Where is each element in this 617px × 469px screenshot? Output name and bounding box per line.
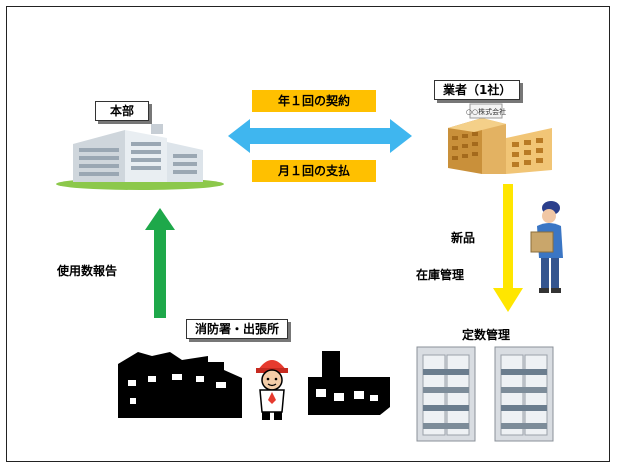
vendor-label: 業者（1社） bbox=[434, 80, 521, 100]
branch-office-icon bbox=[308, 351, 390, 415]
fire-station-building-icon bbox=[118, 352, 242, 418]
new-item-label: 新品 bbox=[451, 231, 476, 245]
supply-cabinet-icon bbox=[416, 346, 554, 442]
usage-report-arrow bbox=[145, 208, 175, 318]
delivery-person-icon bbox=[530, 201, 563, 293]
fire-station-label: 消防署・出張所 bbox=[186, 319, 289, 339]
payment-label: 月１回の支払 bbox=[252, 160, 376, 182]
firefighter-icon bbox=[256, 360, 288, 420]
usage-report-label: 使用数報告 bbox=[57, 264, 118, 278]
vendor-building-icon: ○○株式会社 bbox=[448, 103, 552, 174]
hq-label: 本部 bbox=[95, 101, 149, 121]
vendor-sign-text: ○○株式会社 bbox=[466, 107, 506, 116]
delivery-arrow bbox=[493, 184, 523, 312]
hq-building-icon bbox=[56, 124, 224, 190]
inventory-label: 在庫管理 bbox=[416, 268, 465, 282]
diagram-frame bbox=[6, 6, 610, 462]
bidirectional-arrow bbox=[228, 119, 412, 153]
contract-label: 年１回の契約 bbox=[252, 90, 376, 112]
fixed-quantity-label: 定数管理 bbox=[462, 328, 511, 342]
